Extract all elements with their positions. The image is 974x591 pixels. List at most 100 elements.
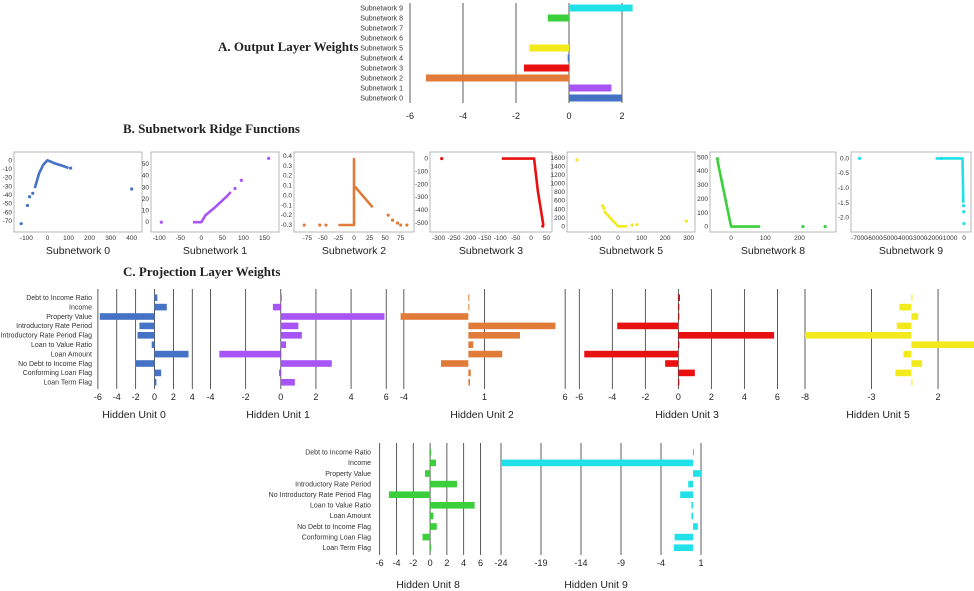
ridge-ytick-label: -30 (3, 183, 13, 190)
projection-tick-label: -6 (575, 392, 583, 402)
ridge-ytick-label: -1.0 (838, 185, 850, 192)
ridge-xtick-label: 50 (219, 235, 227, 242)
ridge-ytick-label: 400 (697, 168, 708, 175)
ridge-line (602, 210, 628, 228)
ridge-ytick-label: -200 (415, 181, 428, 188)
ridge-ytick-label: -2.0 (838, 215, 850, 222)
ridge-ytick-label: -50 (3, 201, 13, 208)
ridge-xtick-label: -100 (494, 235, 507, 242)
ridge-point (159, 220, 163, 224)
ridge-xtick-label: -100 (153, 235, 166, 242)
projection-tick-label: -3 (868, 392, 876, 402)
ridge-point (541, 224, 545, 228)
projection-tick-label: -2 (132, 392, 140, 402)
projection-bar (430, 512, 434, 520)
ridge-ytick-label: -10 (3, 166, 13, 173)
output-bar (529, 44, 569, 52)
projection-tick-label: 6 (384, 392, 389, 402)
ridge-ytick-label: 0 (424, 156, 428, 163)
projection-tick-label: 6 (478, 558, 483, 568)
projection-feature-label: Income (69, 304, 92, 311)
ridge-point (635, 222, 639, 227)
projection-tick-label: 1 (482, 392, 487, 402)
projection-feature-label: Loan to Value Ratio (310, 503, 371, 510)
projection-tick-label: 2 (709, 392, 714, 402)
ridge-xtick-label: 100 (238, 235, 249, 242)
projection-tick-label: -2 (242, 392, 250, 402)
projection-tick-label: -4 (113, 392, 121, 402)
ridge-ytick-label: 200 (697, 196, 708, 203)
ridge-ytick-label: 0 (704, 224, 708, 231)
output-tick-label: -4 (459, 111, 467, 121)
ridge-ytick-label: 300 (697, 182, 708, 189)
output-category-label: Subnetwork 3 (360, 66, 403, 73)
projection-bar (137, 332, 155, 339)
ridge-ytick-label: 0.2 (283, 173, 292, 180)
projection-feature-label: No Debt to Income Flag (18, 361, 92, 368)
output-category-label: Subnetwork 2 (360, 76, 403, 83)
projection-tick-label: -9 (617, 558, 625, 568)
projection-tick-label: 4 (190, 392, 195, 402)
projection-bar (154, 350, 189, 358)
ridge-ytick-label: -100 (415, 168, 428, 175)
projection-tick-label: -8 (801, 392, 809, 402)
ridge-ytick-label: 200 (554, 215, 565, 222)
projection-tick-label: -19 (534, 558, 547, 568)
projection-bar (678, 369, 695, 377)
ridge-point (962, 221, 966, 226)
projection-bar (280, 332, 302, 339)
ridge-ytick-label: -300 (415, 194, 428, 201)
projection-feature-label: Debt to Income Ratio (305, 450, 371, 457)
ridge-point (239, 178, 243, 182)
projection-tick-label: -4 (207, 392, 215, 402)
output-bar (569, 4, 633, 12)
projection-feature-label: Introductory Rate Period (16, 323, 92, 330)
projection-bar (693, 523, 698, 530)
projection-tick-label: -6 (376, 558, 384, 568)
ridge-point (386, 213, 390, 217)
ridge-ytick-label: 20 (142, 196, 150, 203)
projection-bar (688, 480, 693, 488)
projection-bar (468, 379, 470, 386)
ridge-line (33, 159, 69, 189)
ridge-xtick-label: 0 (962, 235, 966, 242)
projection-feature-label: Property Value (325, 471, 371, 478)
projection-bar (430, 523, 437, 530)
ridge-ytick-label: 400 (554, 206, 565, 213)
projection-tick-label: -4 (392, 558, 400, 568)
ridge-ytick-label: 0.0 (840, 155, 849, 162)
ridge-ytick-label: 0.0 (283, 192, 292, 199)
ridge-point (440, 156, 444, 161)
ridge-point (823, 225, 827, 229)
ridge-panel-frame (293, 151, 415, 233)
projection-bar (154, 294, 158, 301)
projection-bar (400, 313, 469, 320)
projection-tick-label: -2 (409, 558, 417, 568)
projection-bar (151, 341, 155, 348)
ridge-ytick-label: 0 (8, 157, 12, 164)
ridge-xtick-label: -4000 (896, 235, 913, 242)
ridge-xtick-label: 0 (200, 235, 204, 242)
projection-bar (280, 313, 385, 320)
projection-bar (468, 369, 471, 377)
ridge-ytick-label: -500 (415, 220, 428, 227)
projection-tick-label: 2 (313, 392, 318, 402)
ridge-point (31, 191, 35, 195)
ridge-line (935, 157, 965, 203)
output-bar (425, 74, 569, 82)
projection-tick-label: 0 (152, 392, 157, 402)
projection-bar (430, 480, 457, 488)
ridge-xtick-label: -7000 (851, 235, 868, 242)
projection-feature-label: Introductory Rate Period (295, 481, 371, 488)
ridge-xtick-label: 200 (84, 235, 95, 242)
projection-feature-label: Loan Term Flag (43, 380, 92, 387)
projection-unit-label: Hidden Unit 2 (450, 409, 514, 421)
ridge-point (302, 223, 306, 227)
output-bar (569, 84, 612, 92)
projection-tick-label: -14 (574, 558, 587, 568)
ridge-panel-label: Subnetwork 5 (599, 245, 663, 257)
projection-bar (617, 322, 679, 330)
